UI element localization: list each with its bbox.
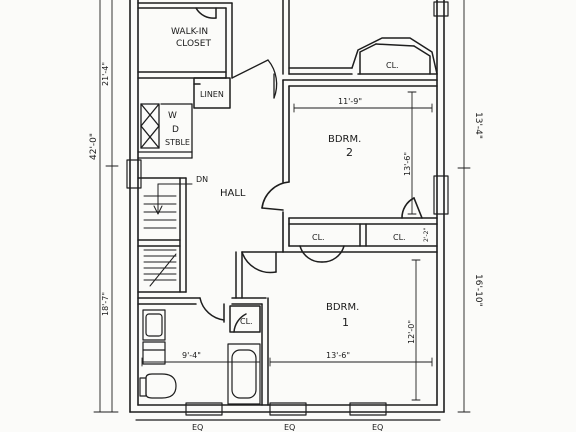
- walkin-closet-label-1: WALK-IN: [171, 27, 208, 37]
- dim-bdrm2-width: 11'-9": [338, 97, 362, 106]
- dim-right-lower-depth: 16'-10": [473, 274, 483, 307]
- bottom-windows: [135, 402, 441, 421]
- wd-label-w: W: [168, 111, 177, 121]
- upper-right-room-walls: [282, 0, 438, 75]
- dim-lower-left-depth: 18'-7": [101, 292, 110, 316]
- window-eq-left: EQ: [192, 423, 203, 432]
- bedroom-1-label: BDRM.: [326, 302, 359, 313]
- dim-bdrm1-depth: 12'-0": [407, 320, 416, 344]
- hall-door: [231, 59, 278, 99]
- hall-lower-walls: [235, 251, 284, 299]
- closet-top-right-label: CL.: [386, 61, 399, 70]
- stairs-down-label: DN: [196, 175, 208, 184]
- hall-label: HALL: [220, 188, 246, 199]
- dim-bdrm1-width: 13'-6": [326, 351, 350, 360]
- walkin-closet-walls: [137, 2, 233, 79]
- walkin-closet-label-2: CLOSET: [176, 39, 211, 49]
- dim-bdrm2-depth: 13'-6": [403, 152, 412, 176]
- bedroom-2-number: 2: [346, 146, 353, 159]
- bedroom-1-number: 1: [342, 316, 349, 329]
- closet-bdrm1-label: CL.: [240, 317, 253, 326]
- closet-bdrm2-right-label: CL.: [393, 233, 406, 242]
- wd-label-stble: STBLE: [165, 138, 190, 147]
- bedroom-2-closets: [282, 223, 438, 263]
- dim-upper-left-depth: 21'-4": [101, 62, 110, 86]
- wall-windows: [126, 1, 449, 215]
- stair-walls: [137, 177, 187, 293]
- bath-fixtures: [139, 309, 261, 405]
- dim-overall-depth: 42'-0": [89, 133, 99, 160]
- dim-bath-width: 9'-4": [182, 351, 201, 360]
- window-eq-mid: EQ: [284, 423, 295, 432]
- stair-treads: [143, 183, 193, 287]
- linen-label: LINEN: [200, 90, 224, 99]
- bedroom-2-label: BDRM.: [328, 134, 361, 145]
- closet-bdrm2-left-label: CL.: [312, 233, 325, 242]
- window-eq-right: EQ: [372, 423, 383, 432]
- dim-closet-small: 2'-2": [423, 228, 430, 242]
- wd-label-d: D: [172, 125, 179, 135]
- exterior-walls: [129, 0, 445, 413]
- bath-walls: [137, 297, 269, 406]
- dimension-lines: [93, 0, 471, 413]
- bedroom-2-walls: [261, 79, 438, 253]
- washer-dryer-area: [137, 103, 193, 159]
- linen-closet-walls: [193, 77, 231, 109]
- dim-right-upper-depth: 13'-4": [473, 112, 483, 139]
